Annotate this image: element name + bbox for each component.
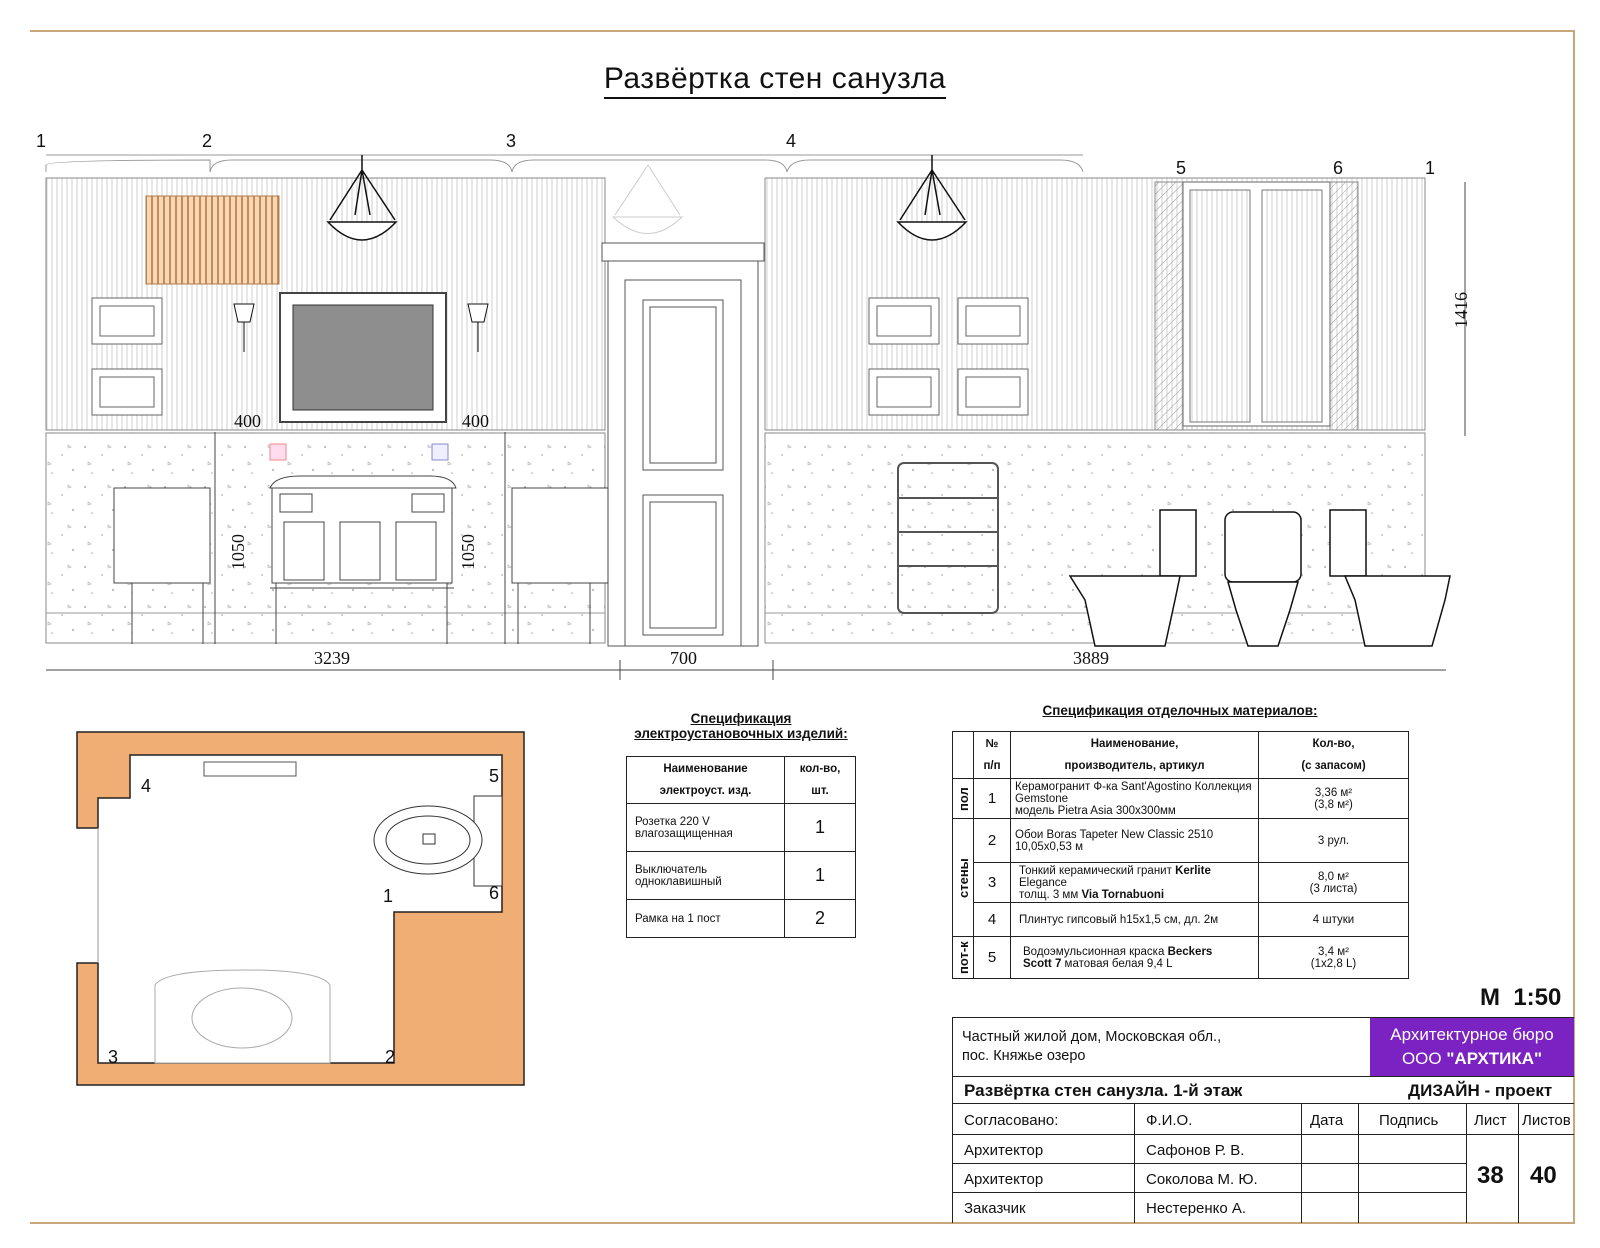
role-cell: Архитектор [964,1171,1044,1188]
header-cell: Лист [1474,1112,1507,1129]
dimension-label: 700 [670,648,697,668]
sheet-number: 38 [1477,1162,1504,1189]
role-cell: Архитектор [964,1142,1044,1159]
header-cell: Листов [1522,1112,1571,1129]
frame-right [1573,30,1575,1222]
plan-label: 2 [385,1047,396,1067]
table-row: 4 Плинтус гипсовый h15х1,5 см, дл. 2м 4 … [953,902,1409,937]
table-row: 3 Тонкий керамический гранит Kerlite Ele… [953,862,1409,903]
frame-top [30,30,1575,32]
toilet-front [1224,511,1302,647]
page-title: Развёртка стен санузла [0,62,1550,99]
dimension-label: 400 [462,411,489,431]
header-cell: Согласовано: [964,1112,1059,1129]
plan-label: 6 [489,883,500,903]
name-cell: Соколова М. Ю. [1146,1171,1258,1188]
chandelier-right [896,155,968,241]
axis-label: 4 [786,131,797,151]
axis-label: 1 [36,131,47,151]
axis-label: 2 [202,131,213,151]
wall-moldings [91,297,1029,416]
axis-label: 6 [1333,158,1344,178]
sheet-title: Развёртка стен санузла. 1-й этаж [964,1081,1243,1100]
table-row: пол 1 Керамогранит Ф-ка Sant'Agostino Ко… [952,778,1409,819]
header-cell: Ф.И.О. [1146,1112,1193,1129]
dimension-label: 3889 [1073,648,1109,668]
project-line: пос. Княжье озеро [962,1048,1086,1064]
dimension-label: 3239 [314,648,350,668]
plan-label: 5 [489,766,500,786]
plan-label: 3 [108,1047,119,1067]
plan-label: 1 [383,886,394,906]
spec-electrical-title: Спецификация электроустановочных изделий… [634,711,848,741]
stage-label: ДИЗАЙН - проект [1408,1081,1553,1100]
name-cell: Сафонов Р. В. [1146,1142,1245,1159]
table-row: стены 2 Обои Boras Tapeter New Classic 2… [952,818,1409,937]
dimension-label: 1050 [458,534,478,570]
wall-elevation-drawing [45,154,1466,680]
plan-label: 4 [141,776,152,796]
switch-icon [431,443,449,461]
scale-label: М 1:50 [1480,984,1562,1011]
chandelier-faint [611,164,684,234]
sheets-total: 40 [1530,1162,1557,1189]
name-cell: Нестеренко А. [1146,1200,1247,1217]
header-cell: Подпись [1379,1112,1439,1129]
sconce-right [467,303,489,352]
chandelier-left [326,155,398,241]
sconce-left [233,303,255,352]
toilet-side-right [1329,509,1451,647]
side-table-right [511,487,609,644]
floor-plan [76,731,525,1086]
table-row: Рамка на 1 пост 2 [626,899,856,938]
vanity-cabinet [269,475,457,644]
dimension-label: 400 [234,411,261,431]
spec-finish-title: Спецификация отделочных материалов: [1042,703,1318,718]
role-cell: Заказчик [964,1200,1026,1217]
plan-basin [154,969,331,1064]
towel-rail [897,462,999,614]
plan-towel-rail [203,761,297,777]
bureau-badge: Архитектурное бюро ООО "АРХТИКА" [1370,1018,1574,1076]
wood-panel [145,195,280,285]
axis-label: 3 [506,131,517,151]
cornice [45,154,1084,173]
dimension-label: 1416 [1451,292,1471,328]
plan-walls [76,731,525,1086]
socket-icon [269,443,287,461]
project-line: Частный жилой дом, Московская обл., [962,1029,1222,1045]
header-cell: Дата [1310,1112,1344,1129]
mirror-glass [292,304,434,411]
toilet-side-left [1068,509,1197,647]
plan-toilet [373,795,503,887]
title-block: Частный жилой дом, Московская обл., пос.… [952,1017,1574,1223]
frame-bottom [30,1222,1575,1224]
axis-label: 1 [1425,158,1436,178]
shutter-cabinet [1189,189,1323,423]
door [601,242,765,647]
dimension-label: 1050 [228,534,248,570]
table-row: пот-к 5 Водоэмульсионная краска Beckers … [952,936,1409,979]
axis-label: 5 [1176,158,1187,178]
side-table-left [113,487,211,644]
